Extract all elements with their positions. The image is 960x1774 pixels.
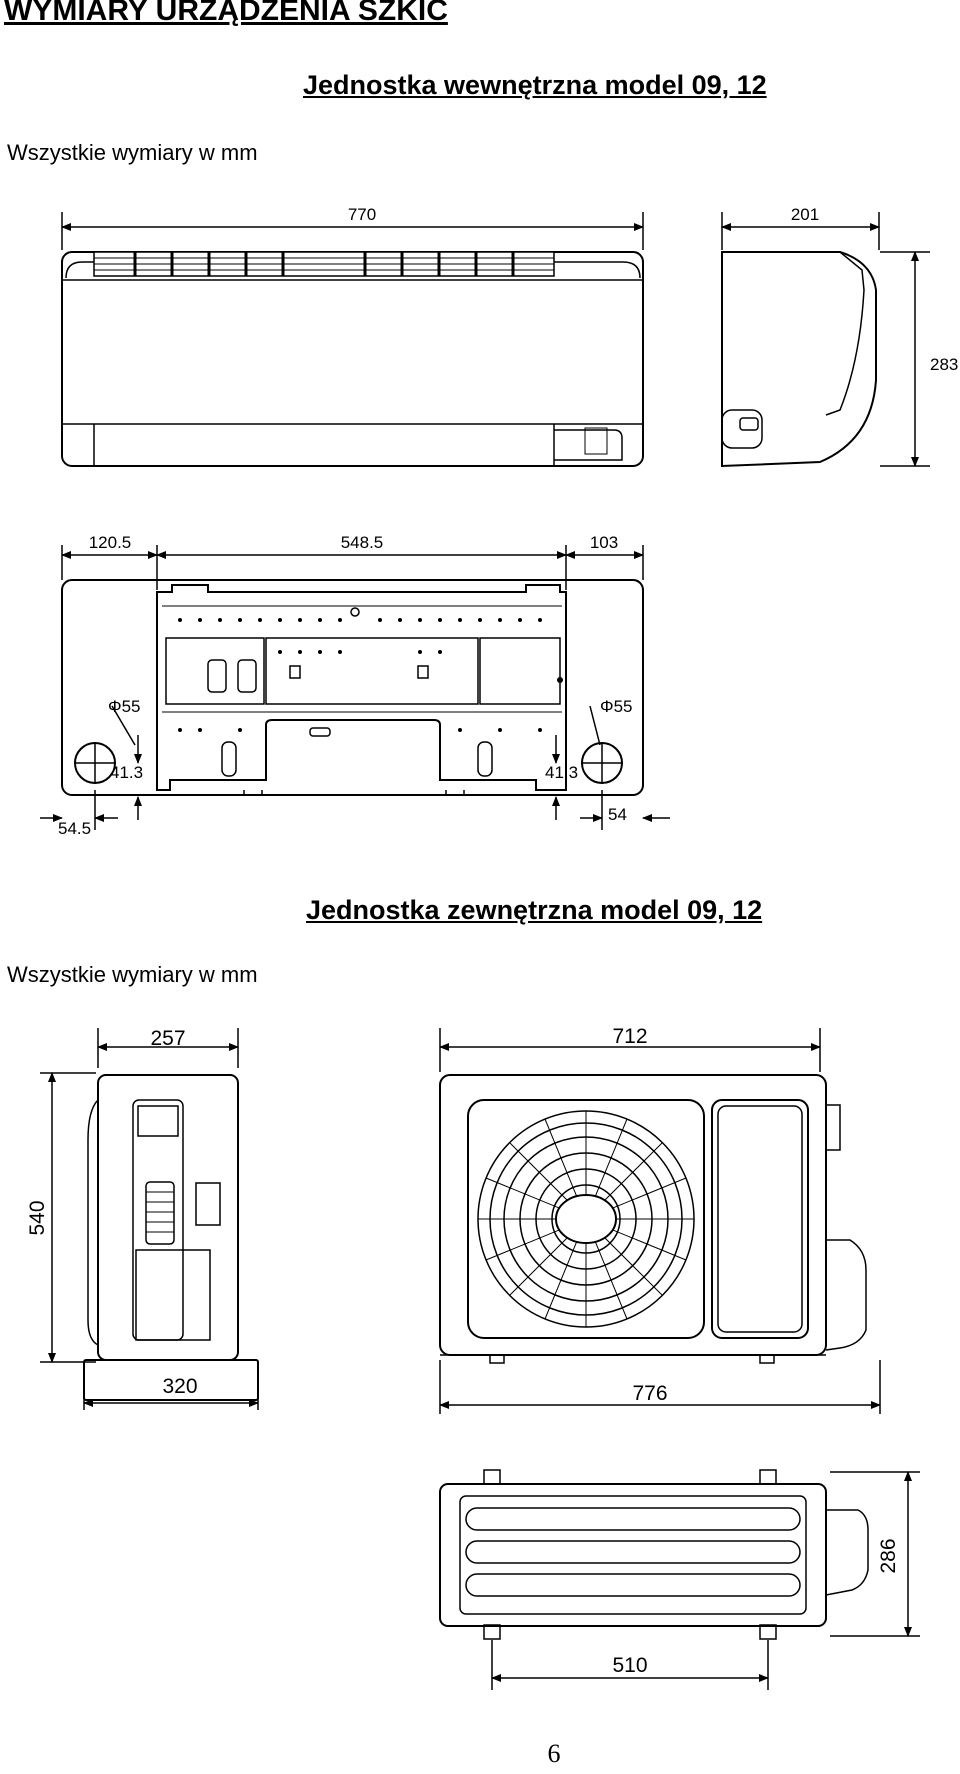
- mounting-plate-holes: [178, 618, 563, 732]
- dim-outdoor-top-depth: 286: [877, 1538, 900, 1573]
- outdoor-top-view: [439, 1469, 920, 1690]
- indoor-side-view: [721, 212, 930, 468]
- outdoor-units-note: Wszystkie wymiary w mm: [7, 962, 258, 987]
- indoor-front-view: [61, 212, 644, 467]
- dim-outdoor-depth: 257: [150, 1027, 185, 1050]
- page-number: 6: [547, 1739, 561, 1768]
- page-title: WYMIARY URZĄDZENIA SZKIC: [4, 0, 448, 27]
- dim-outdoor-width: 776: [632, 1382, 667, 1405]
- dim-outdoor-base-depth: 320: [162, 1375, 197, 1398]
- dim-mid-span: 548.5: [341, 533, 384, 552]
- outdoor-side-view: [40, 1028, 259, 1410]
- dim-hole-x-left: 54.5: [58, 819, 91, 838]
- outdoor-front-view: [439, 1028, 881, 1414]
- dim-hole-x-right: 54: [608, 805, 627, 824]
- dim-right-offset: 103: [590, 533, 618, 552]
- indoor-section-title: Jednostka wewnętrzna model 09, 12: [303, 70, 767, 100]
- dim-outdoor-height: 540: [26, 1200, 49, 1235]
- outdoor-section-title: Jednostka zewnętrzna model 09, 12: [306, 895, 763, 925]
- dim-indoor-height: 283: [930, 355, 958, 374]
- dim-hole-right: Φ55: [600, 697, 632, 716]
- dim-left-offset: 120.5: [89, 533, 132, 552]
- dim-outdoor-mount-span: 712: [612, 1025, 647, 1048]
- dim-indoor-width: 770: [348, 205, 376, 224]
- dim-hole-left: Φ55: [108, 697, 140, 716]
- dim-hole-height-left: 41.3: [110, 763, 143, 782]
- dim-outdoor-base-span: 510: [612, 1654, 647, 1677]
- dim-hole-height-right: 41.3: [545, 763, 578, 782]
- indoor-units-note: Wszystkie wymiary w mm: [7, 140, 258, 165]
- dim-indoor-depth: 201: [791, 205, 819, 224]
- indoor-mounting-plate: [40, 545, 670, 830]
